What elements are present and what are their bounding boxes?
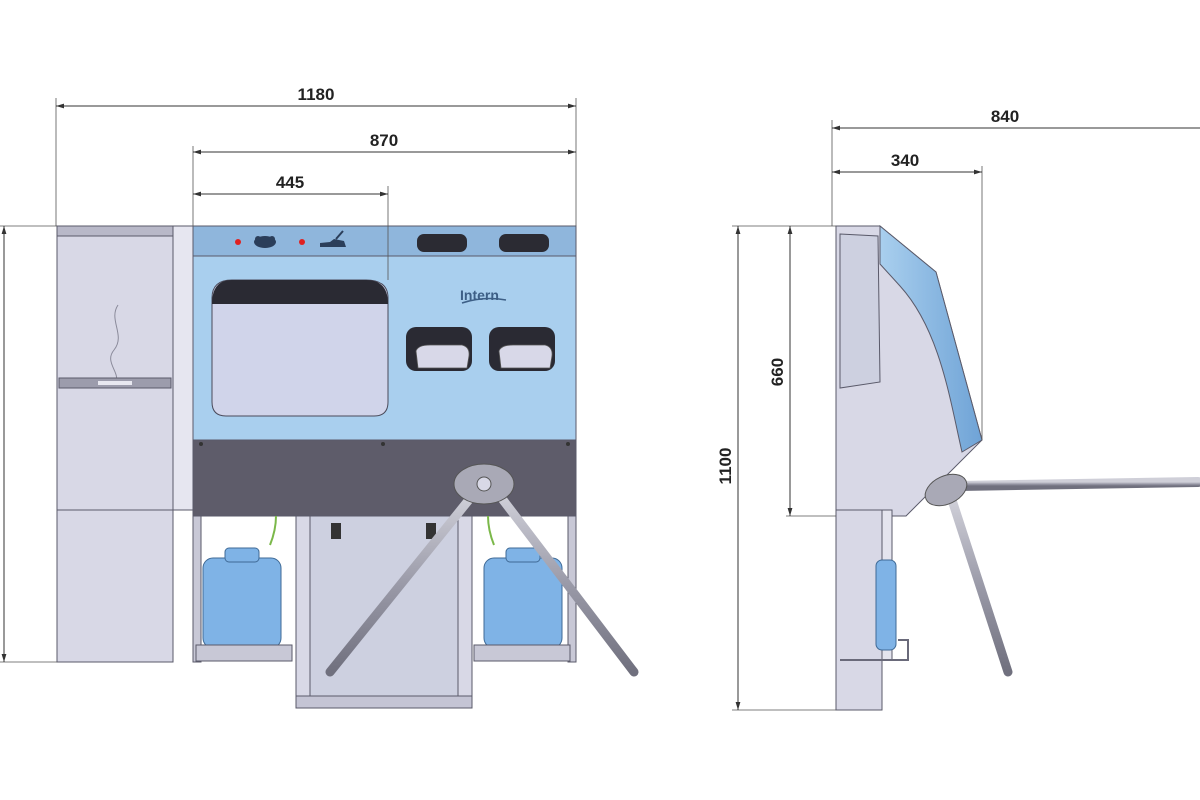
- side-front-recess: [839, 233, 881, 389]
- side-view: [835, 224, 1200, 711]
- side-blue-panel: [879, 224, 983, 453]
- shoe-cleaning-icon: [320, 230, 346, 247]
- cabinet-side-strip: [172, 225, 194, 511]
- side-canister: [875, 559, 897, 651]
- brand-logo: Intern: [460, 287, 499, 303]
- detergent-canister-right: [473, 515, 571, 662]
- logo-swoosh: [461, 297, 507, 304]
- hand-dryer-1: [406, 327, 472, 371]
- indicator-light-1: [235, 239, 241, 245]
- dim-label-1100: 1100: [716, 448, 735, 485]
- hand-dryer-2: [489, 327, 555, 371]
- dim-label-660: 660: [768, 358, 787, 386]
- sensor-window-1: [417, 234, 467, 252]
- dim-label-1180: 1180: [298, 85, 335, 104]
- front-dimensions: 1180 870 445: [0, 85, 577, 663]
- dim-label-445: 445: [276, 173, 304, 192]
- detergent-canister-left: [195, 515, 293, 662]
- side-lower-cabinet: [835, 509, 883, 711]
- front-view: Intern: [56, 225, 639, 709]
- lower-frame-left: [192, 515, 202, 663]
- hand-sink: [211, 279, 389, 417]
- indicator-light-2: [299, 239, 305, 245]
- brush-icon: [254, 236, 276, 248]
- dim-label-840: 840: [991, 107, 1019, 126]
- turnstile-housing-band: [192, 439, 577, 517]
- dim-label-870: 870: [370, 131, 398, 150]
- side-canister-tray: [840, 639, 909, 661]
- lower-left-cabinet: [56, 509, 174, 663]
- towel-dispenser-cabinet: [56, 225, 174, 511]
- sensor-window-2: [499, 234, 549, 252]
- dim-label-340: 340: [891, 151, 919, 170]
- side-dimensions: 840 340 660 1100: [716, 107, 1200, 711]
- tripod-turnstile-side: [924, 473, 1200, 677]
- tripod-turnstile-front: [325, 463, 639, 677]
